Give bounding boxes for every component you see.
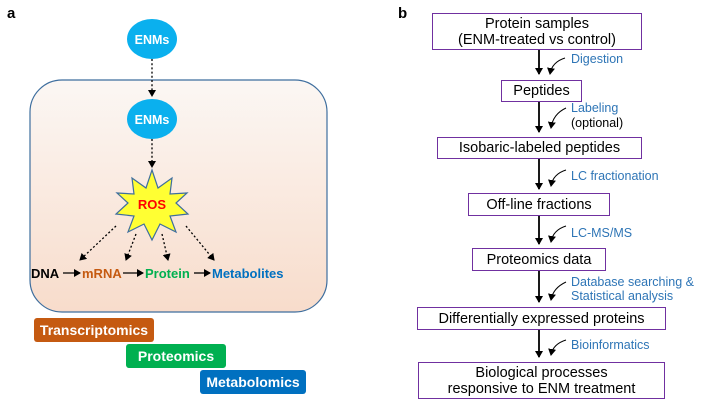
step-offline-fractions: Off-line fractions: [468, 193, 610, 216]
ros-label: ROS: [138, 197, 167, 212]
protein-label: Protein: [145, 266, 190, 281]
note-lc-ms-ms: LC-MS/MS: [571, 226, 633, 240]
step-biological-processes: Biological processes responsive to ENM t…: [418, 362, 665, 399]
enm-inner-ellipse: [127, 99, 177, 139]
panel-b-label: b: [398, 5, 408, 22]
dna-label: DNA: [31, 266, 60, 281]
transcriptomics-tag: Transcriptomics: [34, 318, 154, 342]
proteomics-tag: Proteomics: [126, 344, 226, 368]
metabolomics-tag: Metabolomics: [200, 370, 306, 394]
step-protein-samples-line1: Protein samples: [485, 15, 589, 32]
note-labeling-optional: (optional): [571, 116, 624, 130]
step-dep-label: Differentially expressed proteins: [438, 310, 645, 327]
enm-outer-ellipse: [127, 19, 177, 59]
note-database-searching: Database searching &: [571, 275, 694, 289]
curved-arrow-labeling: [547, 107, 567, 129]
panel-b-curved-arrows: [547, 57, 567, 356]
step-bio-line2: responsive to ENM treatment: [447, 380, 636, 397]
step-proteomics-data-label: Proteomics data: [486, 251, 592, 268]
step-offline-fractions-label: Off-line fractions: [486, 196, 592, 213]
step-peptides: Peptides: [501, 80, 582, 102]
curved-arrow-lcmsms: [548, 225, 567, 243]
enm-outer-label: ENMs: [135, 33, 170, 47]
step-protein-samples-line2: (ENM-treated vs control): [458, 31, 616, 48]
curved-arrow-digestion: [547, 57, 566, 75]
note-lc-fractionation: LC fractionation: [571, 169, 659, 183]
note-bioinformatics: Bioinformatics: [571, 338, 650, 352]
step-proteomics-data: Proteomics data: [472, 248, 606, 271]
step-protein-samples: Protein samples (ENM-treated vs control): [432, 13, 642, 50]
step-isobaric-labeled-peptides: Isobaric-labeled peptides: [437, 137, 642, 159]
note-statistical-analysis: Statistical analysis: [571, 289, 674, 303]
step-differentially-expressed-proteins: Differentially expressed proteins: [417, 307, 666, 330]
step-bio-line1: Biological processes: [475, 364, 608, 381]
step-isobaric-label: Isobaric-labeled peptides: [458, 140, 621, 156]
curved-arrow-lcfrac: [548, 169, 567, 187]
ros-starburst: [114, 168, 190, 242]
metabolites-label: Metabolites: [212, 266, 284, 281]
panel-a-label: a: [7, 5, 16, 22]
note-labeling: Labeling: [571, 101, 619, 115]
ros-to-protein-arrow: [161, 233, 171, 261]
step-peptides-label: Peptides: [513, 83, 570, 99]
curved-arrow-bioinfo: [548, 339, 567, 356]
enm-inner-label: ENMs: [135, 113, 170, 127]
ros-to-metabolites-arrow: [185, 225, 215, 261]
ros-to-mrna-arrow: [124, 233, 137, 261]
note-digestion: Digestion: [571, 52, 624, 66]
mrna-label: mRNA: [82, 266, 122, 281]
curved-arrow-dbsearch: [548, 281, 567, 301]
